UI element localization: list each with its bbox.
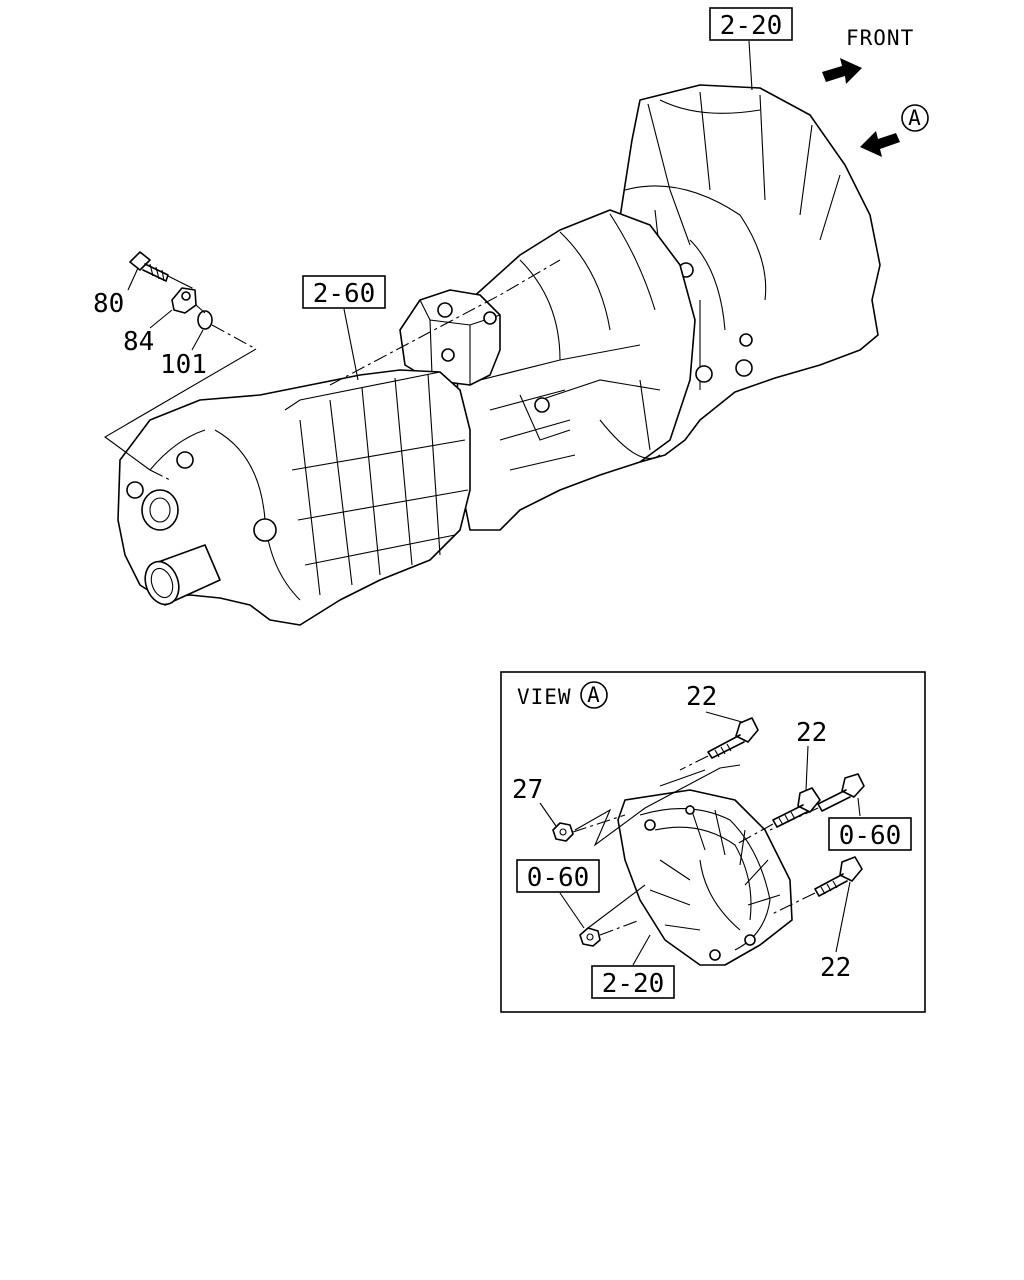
callout-2-60-text: 2-60 <box>313 279 376 309</box>
part-101-label: 101 <box>160 350 207 380</box>
part-22-a-label: 22 <box>686 682 717 712</box>
view-a-title: VIEW <box>517 685 572 709</box>
callout-2-20-view-text: 2-20 <box>602 969 665 999</box>
callout-2-20-top-text: 2-20 <box>720 11 783 41</box>
part-80-label: 80 <box>93 289 124 319</box>
view-direction-arrow-icon <box>860 131 900 157</box>
parts-80-84-101: 80 84 101 <box>93 251 257 481</box>
view-marker-letter: A <box>908 106 922 130</box>
transmission-assembly <box>117 84 881 626</box>
view-marker-circle <box>901 104 929 132</box>
callout-2-20-top: 2-20 <box>709 7 793 91</box>
part-27-label: 27 <box>512 775 543 805</box>
view-a-title-letter: A <box>587 683 601 707</box>
view-a-panel: VIEW A <box>500 671 926 1013</box>
front-arrow-icon <box>822 58 862 84</box>
part-84-label: 84 <box>123 327 154 357</box>
part-22-c-label: 22 <box>820 953 851 983</box>
callout-0-60-right-text: 0-60 <box>839 821 902 851</box>
front-label: FRONT <box>846 26 914 50</box>
callout-2-60: 2-60 <box>302 275 386 381</box>
callout-0-60-left-text: 0-60 <box>527 863 590 893</box>
part-22-b-label: 22 <box>796 718 827 748</box>
